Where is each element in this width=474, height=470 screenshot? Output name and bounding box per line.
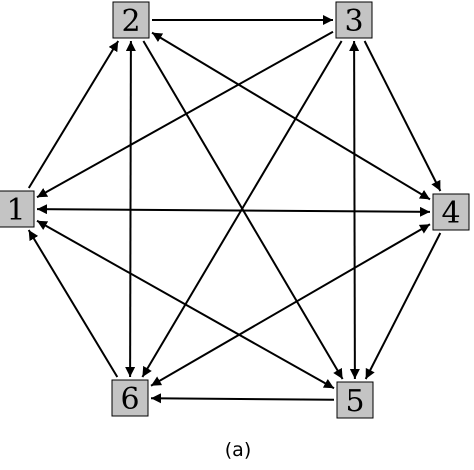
node-box-2: [112, 1, 150, 39]
node-label-6: 6: [120, 382, 139, 417]
edge-2-4: [151, 31, 431, 201]
node-box-3: [335, 1, 373, 39]
node-6: 6: [111, 379, 149, 417]
node-box-1: [0, 190, 35, 228]
node-3: 3: [335, 1, 373, 39]
node-5: 5: [336, 381, 374, 419]
node-box-4: [432, 193, 470, 231]
node-box-5: [336, 381, 374, 419]
edge-4-6: [150, 223, 431, 387]
node-label-3: 3: [344, 4, 363, 39]
node-1: 1: [0, 190, 35, 228]
node-label-4: 4: [441, 196, 460, 231]
edge-1-2: [27, 40, 120, 189]
node-box-6: [111, 379, 149, 417]
nodes: 1 2 3 4 5 6: [0, 1, 470, 419]
edges: [27, 15, 442, 404]
node-label-5: 5: [345, 384, 364, 419]
node-label-2: 2: [121, 4, 140, 39]
node-4: 4: [432, 193, 470, 231]
node-label-1: 1: [6, 193, 25, 228]
edge-3-4: [363, 40, 442, 192]
edge-1-4: [36, 204, 431, 217]
edge-5-6: [150, 393, 335, 404]
edge-6-1: [27, 229, 119, 378]
edge-2-6: [125, 40, 136, 378]
edge-3-5: [349, 40, 360, 380]
figure-caption: (a): [225, 439, 251, 461]
node-2: 2: [112, 1, 150, 39]
